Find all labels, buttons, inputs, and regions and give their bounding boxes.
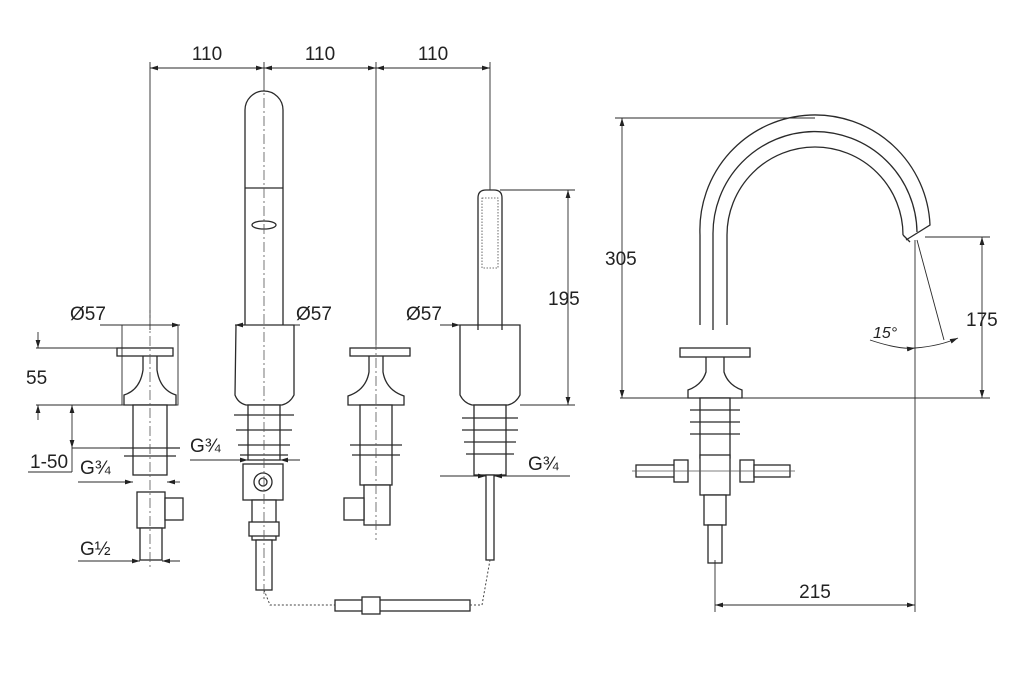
dim-thread-middle: G¾: [190, 436, 222, 457]
dim-spout-reach: 215: [799, 582, 831, 603]
dim-spout-height: 305: [605, 249, 637, 270]
left-valve-dimensions: Ø57 55 1-50 G¾ G½: [26, 304, 180, 564]
side-view-spout: [632, 114, 931, 564]
dim-thread-shower: G¾: [528, 454, 560, 475]
side-view-dimensions: 305 175 215 15°: [605, 117, 998, 612]
dim-spacing-3: 110: [418, 44, 448, 65]
dim-diameter-left: Ø57: [70, 304, 106, 325]
left-valve: [116, 300, 184, 570]
dim-shower-height: 195: [548, 289, 580, 310]
hand-shower-dimensions: Ø57 195 G¾: [406, 189, 580, 479]
hand-shower: [459, 189, 521, 561]
dim-thread-left: G¾: [80, 458, 112, 479]
shower-hose: [263, 559, 491, 615]
dim-thread-outlet: G½: [80, 539, 111, 560]
dim-swivel-angle: 15°: [873, 325, 898, 342]
dim-outlet-height: 175: [966, 310, 998, 331]
dim-diameter-middle: Ø57: [296, 304, 332, 325]
dim-spacing-2: 110: [305, 44, 335, 65]
spout-dimensions: Ø57 G¾: [190, 304, 332, 463]
dim-handle-height: 55: [26, 368, 47, 389]
dim-diameter-right: Ø57: [406, 304, 442, 325]
spout: [234, 80, 295, 600]
right-valve: [343, 340, 411, 540]
dim-deck-thickness: 1-50: [30, 452, 68, 473]
dim-spacing-1: 110: [192, 44, 222, 65]
spacing-dimensions: 110 110 110: [149, 44, 491, 345]
